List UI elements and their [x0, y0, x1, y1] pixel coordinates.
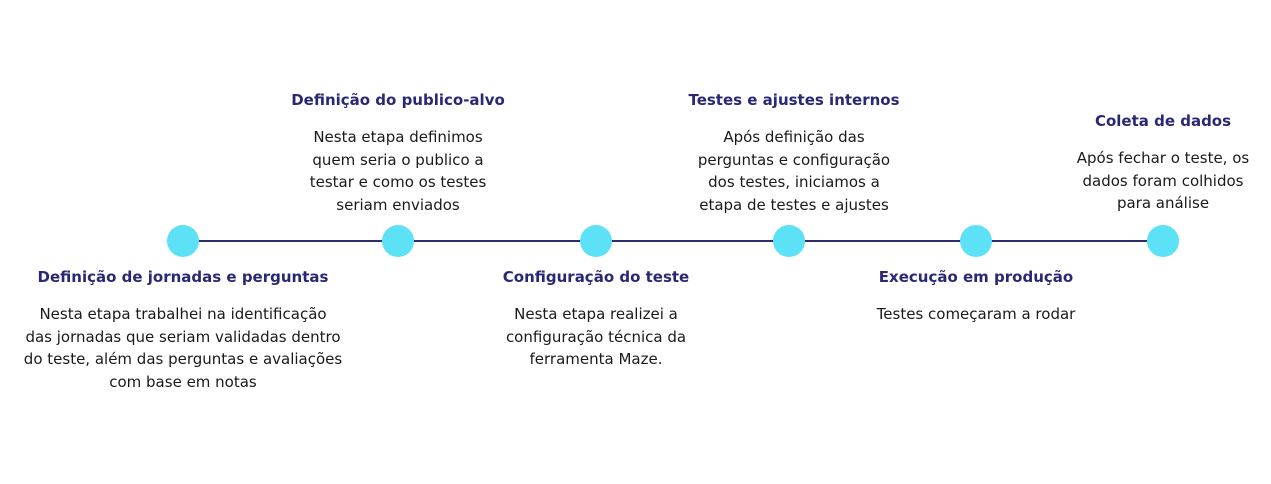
timeline-dot-5 [960, 225, 992, 257]
timeline-line [182, 240, 1163, 242]
step-3: Configuração do teste Nesta etapa realiz… [476, 268, 716, 371]
timeline-dot-2 [382, 225, 414, 257]
step-5-description: Testes começaram a rodar [876, 305, 1076, 323]
step-1-title: Definição de jornadas e perguntas [37, 268, 329, 286]
step-4-title: Testes e ajustes internos [688, 91, 900, 109]
step-6-description: Após fechar o teste, os dados foram colh… [1076, 149, 1250, 212]
timeline-dot-6 [1147, 225, 1179, 257]
timeline-dot-1 [167, 225, 199, 257]
timeline-dot-3 [580, 225, 612, 257]
step-5-title: Execução em produção [878, 268, 1074, 286]
timeline-dot-4 [773, 225, 805, 257]
step-6-title: Coleta de dados [1094, 112, 1232, 130]
step-5: Execução em produção Testes começaram a … [856, 268, 1096, 326]
step-2-description: Nesta etapa definimos quem seria o publi… [309, 128, 487, 214]
step-3-description: Nesta etapa realizei a configuração técn… [505, 305, 687, 368]
step-3-title: Configuração do teste [502, 268, 690, 286]
step-1-description: Nesta etapa trabalhei na identificação d… [23, 305, 343, 391]
step-1: Definição de jornadas e perguntas Nesta … [3, 268, 363, 393]
step-2: Definição do publico-alvo Nesta etapa de… [268, 91, 528, 216]
step-2-title: Definição do publico-alvo [291, 91, 505, 109]
step-4-description: Após definição das perguntas e configura… [697, 128, 891, 214]
step-4: Testes e ajustes internos Após definição… [664, 91, 924, 216]
step-6: Coleta de dados Após fechar o teste, os … [1060, 112, 1266, 215]
